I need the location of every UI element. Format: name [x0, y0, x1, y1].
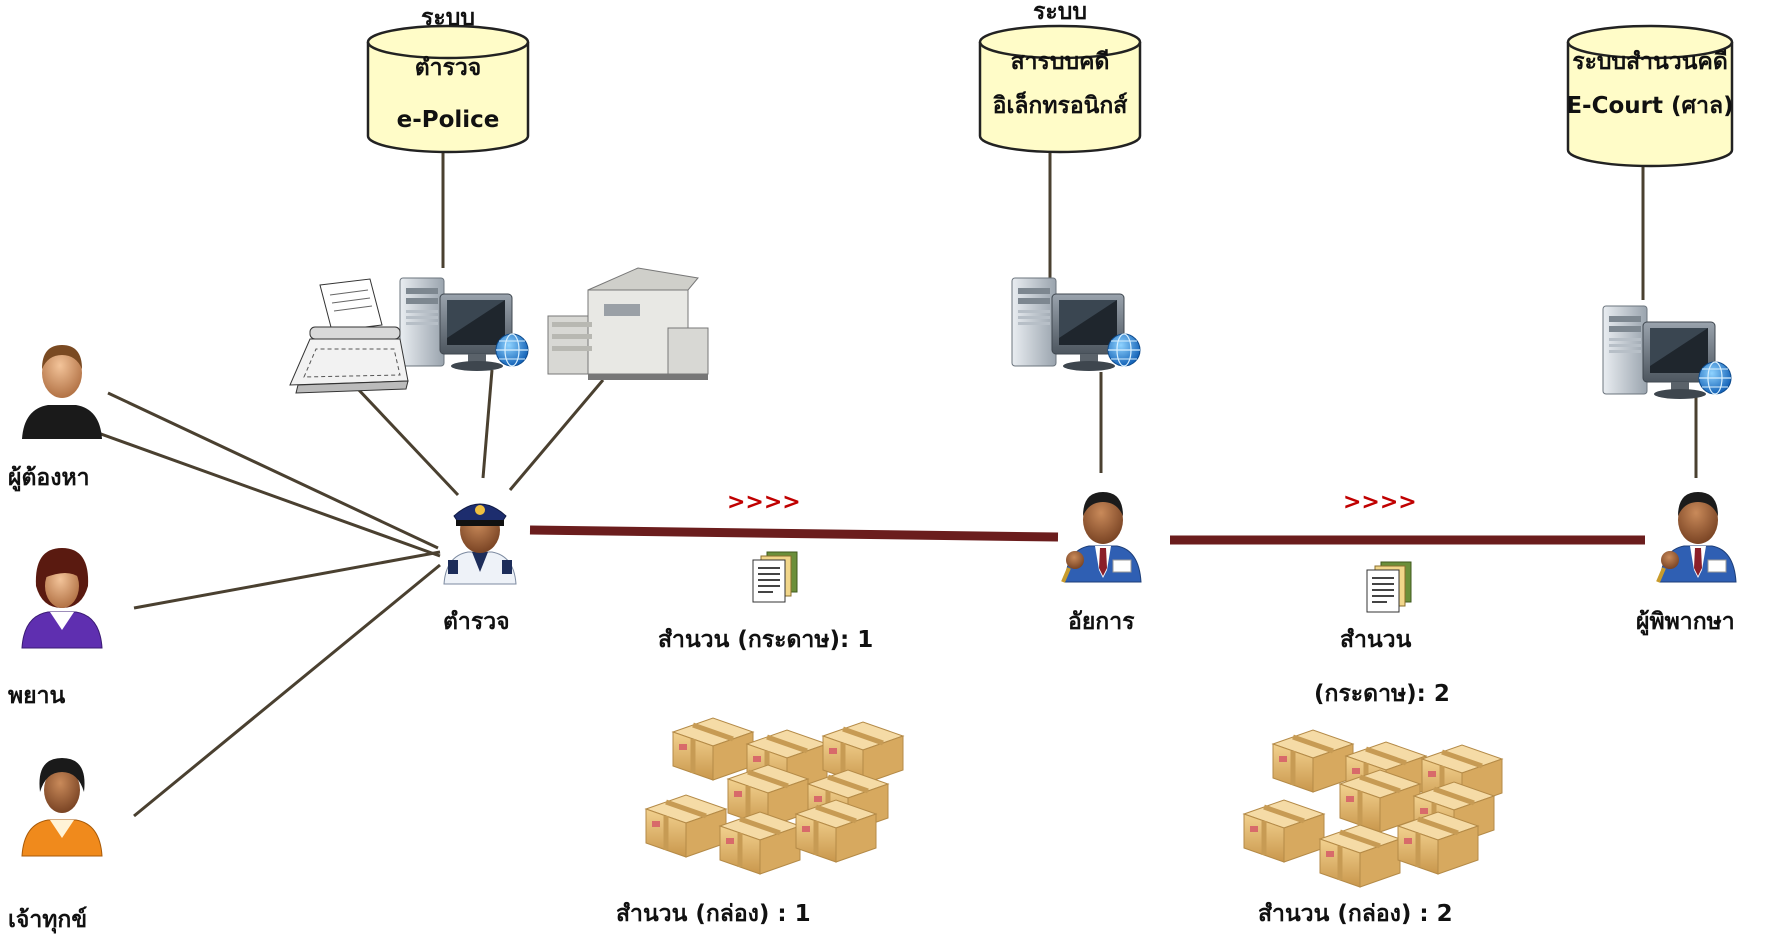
paper-file-label-2a: สำนวน	[1340, 627, 1412, 653]
police-officer-icon	[443, 503, 517, 585]
judge-label: ผู้พิพากษา	[1636, 609, 1735, 635]
police-db-line-1: ระบบ	[421, 5, 475, 31]
prosecutor-computer-icon	[1011, 277, 1141, 372]
box-file-label-2: สำนวน (กล่อง) : 2	[1258, 901, 1453, 927]
police-label: ตำรวจ	[443, 609, 510, 635]
box-file-label-1: สำนวน (กล่อง) : 1	[616, 901, 811, 927]
flow-arrow-1: >>>>	[727, 490, 801, 515]
link-copier-police	[508, 379, 605, 491]
prosecutor-db-line-3: อิเล็กทรอนิกส์	[992, 93, 1128, 119]
police-db-line-2: ตำรวจ	[414, 55, 482, 81]
flow-line-police-prosecutor	[529, 525, 1059, 542]
connector-lines	[61, 150, 1698, 818]
link-computer-police	[481, 369, 494, 479]
court-computer-icon	[1602, 305, 1732, 400]
paper-file-icon-2	[1366, 561, 1412, 613]
box-stack-1	[646, 718, 903, 874]
paper-file-label-1: สำนวน (กระดาษ): 1	[658, 627, 874, 653]
court-db-line-2: E-Court (ศาล)	[1566, 93, 1734, 119]
police-database-cylinder	[366, 24, 530, 154]
police-computer-icon	[399, 277, 529, 372]
prosecutor-db-line-1: ระบบ	[1033, 0, 1087, 25]
link-witness-police	[133, 550, 441, 610]
suspect-label: ผู้ต้องหา	[8, 465, 90, 491]
paper-file-icon-1	[752, 551, 798, 603]
link-plaintiff-police	[133, 563, 441, 818]
court-database-cylinder	[1566, 24, 1734, 168]
prosecutor-database-cylinder	[978, 24, 1142, 154]
typewriter-icon	[289, 278, 409, 394]
witness-icon	[21, 548, 103, 649]
court-db-line-1: ระบบสำนวนคดี	[1572, 49, 1728, 75]
prosecutor-icon	[1061, 490, 1143, 584]
witness-label: พยาน	[8, 683, 66, 709]
prosecutor-db-line-2: สารบบคดี	[1010, 49, 1110, 75]
prosecutor-label: อัยการ	[1068, 609, 1135, 635]
copier-icon	[547, 267, 709, 380]
link-suspect-police	[107, 391, 439, 550]
police-db-line-3: e-Police	[396, 107, 500, 133]
link-suspect-police-2	[61, 418, 441, 558]
flow-arrow-2: >>>>	[1343, 490, 1417, 515]
suspect-icon	[22, 345, 102, 439]
box-stack-2	[1244, 730, 1502, 887]
plaintiff-label: เจ้าทุกข์	[8, 907, 88, 933]
plaintiff-icon	[21, 758, 103, 857]
judge-icon	[1656, 490, 1738, 584]
paper-file-label-2b: (กระดาษ): 2	[1314, 681, 1450, 707]
